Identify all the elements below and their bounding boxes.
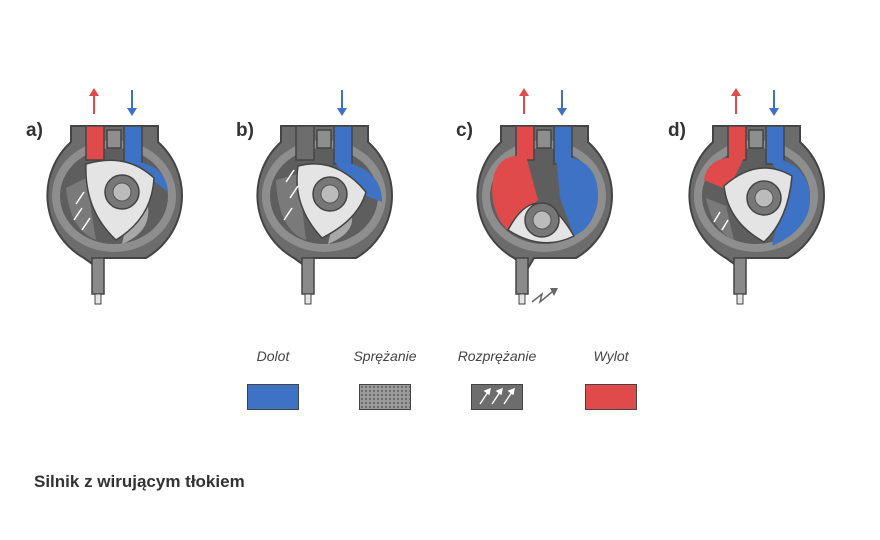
- intake-port: [123, 125, 143, 165]
- spark-icon: [531, 291, 553, 305]
- expansion-arrows-icon: [479, 387, 515, 405]
- exhaust-port: [515, 125, 535, 161]
- exhaust-port: [727, 125, 747, 161]
- spark-plug: [515, 257, 529, 295]
- spark-plug: [733, 257, 747, 295]
- intake-swatch: [247, 384, 299, 410]
- engine-panel-c: c): [456, 80, 636, 310]
- spark-plug: [91, 257, 105, 295]
- legend-label-expansion: Rozprężanie: [457, 348, 537, 364]
- legend-intake: Dolot: [218, 348, 328, 410]
- engine-diagram-b: [256, 90, 393, 305]
- panel-label-b: b): [236, 120, 254, 141]
- exhaust-port: [85, 125, 105, 161]
- engine-panel-d: d): [668, 80, 848, 310]
- engine-diagram-a: [46, 88, 183, 305]
- legend-exhaust: Wylot: [556, 348, 666, 410]
- diagram-caption: Silnik z wirującym tłokiem: [34, 472, 245, 491]
- expansion-swatch: [471, 384, 523, 410]
- panel-label-d: d): [668, 120, 686, 141]
- legend-label-compression: Sprężanie: [353, 348, 417, 364]
- spark-plug: [301, 257, 315, 295]
- compression-swatch: [359, 384, 411, 410]
- legend-expansion: Rozprężanie: [442, 348, 552, 410]
- engine-panel-a: a): [26, 80, 206, 310]
- legend-compression: Sprężanie: [330, 348, 440, 410]
- engine-panel-b: b): [236, 80, 416, 310]
- legend-label-exhaust: Wylot: [593, 348, 629, 364]
- intake-port: [333, 125, 353, 165]
- panel-label-a: a): [26, 120, 43, 141]
- engine-diagram-c: [476, 88, 613, 305]
- engine-diagram-d: [688, 88, 825, 305]
- panel-label-c: c): [456, 120, 473, 141]
- exhaust-port: [295, 125, 315, 161]
- exhaust-swatch: [585, 384, 637, 410]
- legend-label-intake: Dolot: [256, 348, 290, 364]
